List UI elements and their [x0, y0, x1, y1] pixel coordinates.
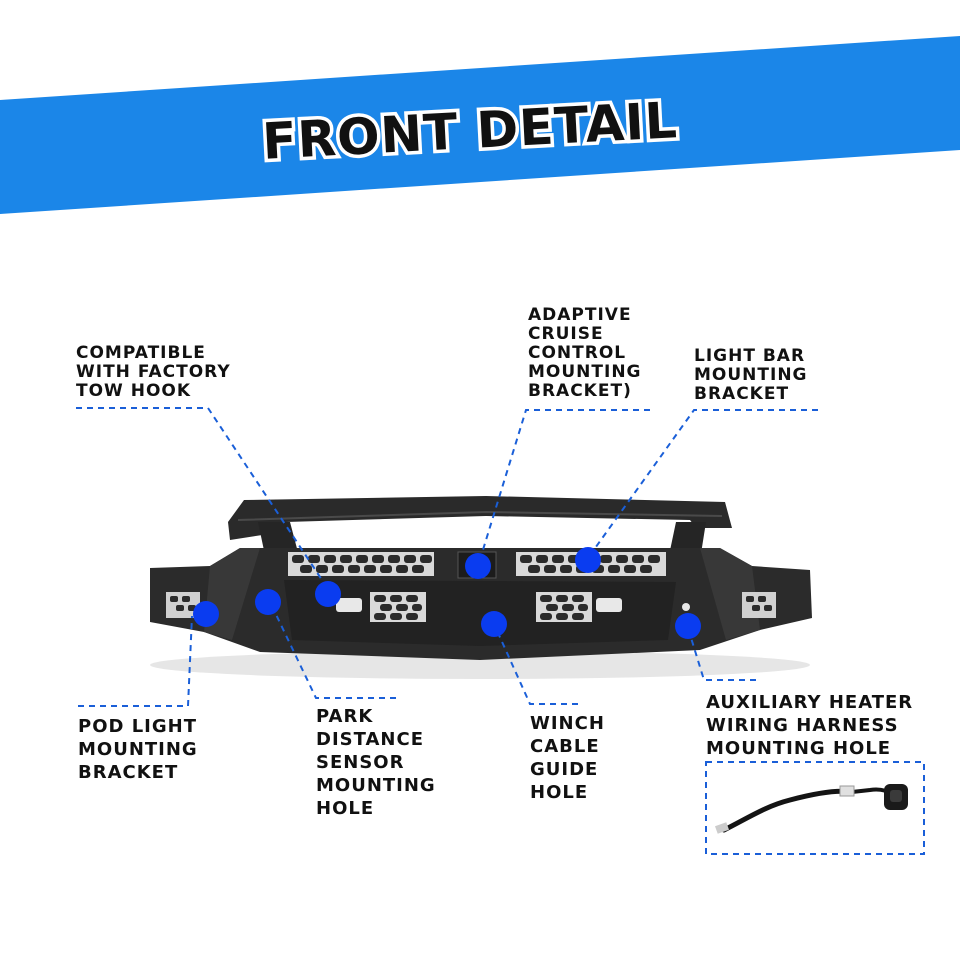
winch-cable-line-2: CABLE: [530, 736, 600, 757]
adaptive-cruise-label: ADAPTIVE CRUISE CONTROL MOUNTING BRACKET…: [528, 306, 642, 401]
aux-heater-line-2: WIRING HARNESS: [706, 715, 899, 736]
winch-cable-dot: [481, 611, 507, 637]
adaptive-cruise-line-1: ADAPTIVE: [528, 305, 632, 325]
park-sensor-line-2: DISTANCE: [316, 729, 424, 750]
light-bar-label: LIGHT BAR MOUNTING BRACKET: [694, 347, 808, 404]
leader-lines: [76, 407, 925, 855]
light-bar-line-2: MOUNTING: [694, 365, 808, 385]
light-bar-leader: [587, 409, 818, 559]
pod-light-dot: [193, 601, 219, 627]
aux-heater-line-1: AUXILIARY HEATER: [706, 692, 914, 713]
park-sensor-label: PARK DISTANCE SENSOR MOUNTING HOLE: [316, 705, 436, 820]
light-bar-dot: [575, 547, 601, 573]
winch-cable-label: WINCH CABLE GUIDE HOLE: [530, 712, 605, 804]
callout-dots: [193, 547, 701, 639]
winch-cable-line-4: HOLE: [530, 782, 589, 803]
pod-light-label: POD LIGHT MOUNTING BRACKET: [78, 715, 198, 784]
tow-hook-line-1: COMPATIBLE: [76, 343, 206, 363]
park-sensor-line-4: MOUNTING: [316, 775, 436, 796]
aux-heater-dot: [675, 613, 701, 639]
tow-hook-leader: [76, 407, 331, 593]
tow-hook-line-2: WITH FACTORY: [76, 362, 231, 382]
park-sensor-line-5: HOLE: [316, 798, 375, 819]
pod-light-line-2: MOUNTING: [78, 739, 198, 760]
light-bar-line-1: LIGHT BAR: [694, 346, 806, 366]
aux-heater-leader: [687, 627, 756, 681]
adaptive-cruise-line-5: BRACKET): [528, 381, 632, 401]
light-bar-line-3: BRACKET: [694, 384, 790, 404]
park-sensor-line-1: PARK: [316, 706, 374, 727]
adaptive-cruise-dot: [465, 553, 491, 579]
aux-heater-line-3: MOUNTING HOLE: [706, 738, 892, 759]
pod-light-line-1: POD LIGHT: [78, 716, 197, 737]
park-sensor-dot: [255, 589, 281, 615]
pod-light-leader: [78, 615, 193, 707]
tow-hook-label: COMPATIBLE WITH FACTORY TOW HOOK: [76, 344, 231, 401]
park-sensor-line-3: SENSOR: [316, 752, 405, 773]
wiring-harness-image: [714, 784, 908, 834]
winch-cable-leader: [493, 623, 578, 705]
adaptive-cruise-line-4: MOUNTING: [528, 362, 642, 382]
adaptive-cruise-line-3: CONTROL: [528, 343, 627, 363]
adaptive-cruise-line-2: CRUISE: [528, 324, 604, 344]
winch-cable-line-1: WINCH: [530, 713, 605, 734]
pod-light-line-3: BRACKET: [78, 762, 179, 783]
winch-cable-line-3: GUIDE: [530, 759, 599, 780]
aux-heater-label: AUXILIARY HEATER WIRING HARNESS MOUNTING…: [706, 691, 913, 760]
tow-hook-line-3: TOW HOOK: [76, 381, 192, 401]
park-sensor-leader: [269, 601, 396, 699]
tow-hook-dot: [315, 581, 341, 607]
harness-inset-frame: [705, 761, 925, 855]
adaptive-cruise-leader: [477, 409, 650, 567]
title-banner: FRONT DETAIL: [0, 36, 960, 214]
bumper-image: [150, 496, 812, 679]
